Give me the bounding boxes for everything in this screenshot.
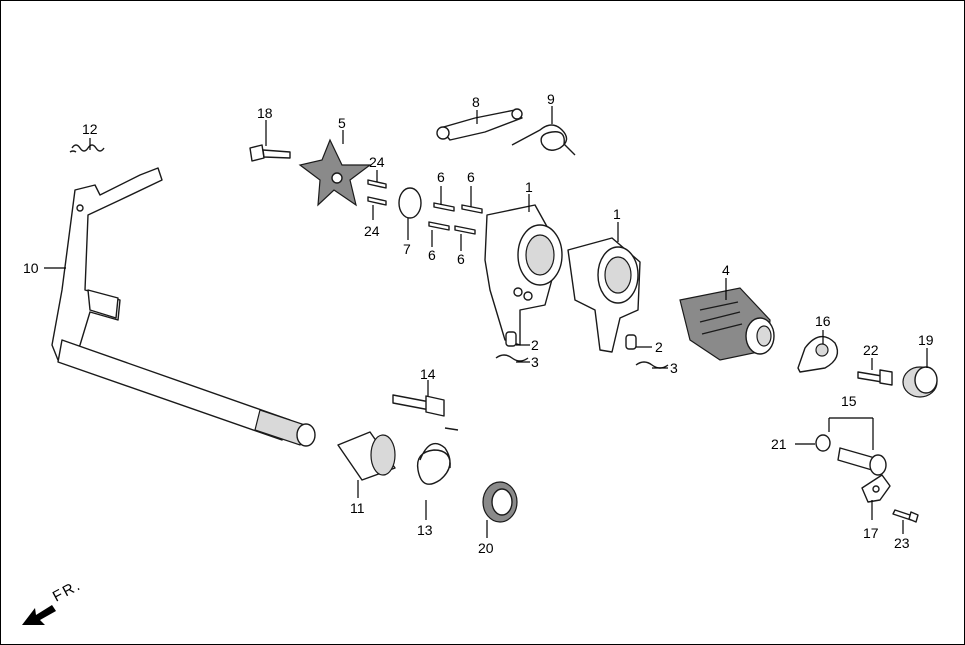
label-19: 19 [918,332,934,348]
label-13: 13 [417,522,433,538]
label-15: 15 [841,393,857,409]
shift-fork-part-1-right [567,237,641,353]
label-14: 14 [420,366,436,382]
collar-part-11 [337,431,396,481]
label-1-right: 1 [613,206,621,222]
label-12: 12 [82,121,98,137]
label-3-left: 3 [531,354,539,370]
washer-part-7 [398,187,422,219]
label-6-c: 6 [428,247,436,263]
label-8: 8 [472,94,480,110]
cap-part-19 [902,366,938,398]
label-17: 17 [863,525,879,541]
label-6-b: 6 [467,169,475,185]
label-20: 20 [478,540,494,556]
label-6-a: 6 [437,169,445,185]
shift-fork-part-1-left [484,204,563,346]
stud-bolt-part-14 [392,394,445,417]
spring-part-9 [511,124,576,156]
label-16: 16 [815,313,831,329]
label-2-left: 2 [531,337,539,353]
bolt-part-18 [249,144,291,162]
label-11: 11 [350,500,365,516]
pins-part-6 [428,202,483,235]
front-direction-arrow [22,605,56,625]
label-6-d: 6 [457,251,465,267]
label-23: 23 [894,535,910,551]
clip-part-3-right [635,361,669,369]
label-7: 7 [403,241,411,257]
part-number-labels: 12 10 18 5 24 24 7 6 6 6 6 8 9 1 1 4 16 … [23,91,934,606]
torsion-spring-part-13 [416,427,459,485]
label-10: 10 [23,260,39,276]
drum-cam-part-16 [797,335,839,373]
stopper-arm-part-8 [436,108,523,141]
bolt-part-22 [857,369,893,386]
shift-shaft-part-10 [51,167,316,447]
label-3-right: 3 [670,360,678,376]
stopper-plate-part-17 [861,474,891,503]
label-24-top: 24 [369,154,385,170]
label-21: 21 [771,436,787,452]
o-ring-part-21 [815,434,831,452]
pivot-bolt-part-15 [837,447,887,476]
label-5: 5 [338,115,346,131]
pin-part-24 [367,179,387,206]
screw-part-23 [892,509,919,523]
label-2-right: 2 [655,339,663,355]
clip-part-3-left [495,354,529,362]
label-4: 4 [722,262,730,278]
oil-seal-part-20 [482,481,518,523]
spring-part-12 [69,144,105,153]
leader-lines [44,106,928,538]
label-24-bottom: 24 [364,223,380,239]
guide-pin-part-2-left [505,331,517,347]
label-1-left: 1 [525,179,533,195]
label-9: 9 [547,91,555,107]
label-22: 22 [863,342,879,358]
star-plate-part-5 [298,138,372,207]
label-18: 18 [257,105,273,121]
front-direction-label: FR. [50,576,85,605]
shift-drum-part-4 [679,287,775,361]
guide-pin-part-2-right [625,334,637,350]
